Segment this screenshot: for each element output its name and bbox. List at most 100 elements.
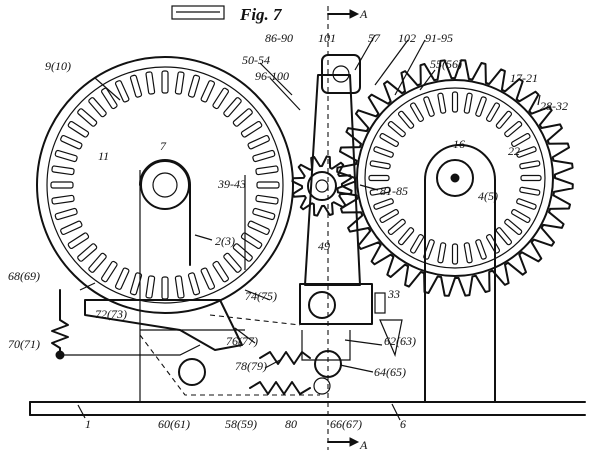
right-gear-slot — [463, 242, 473, 264]
lower-block-screw — [374, 292, 386, 314]
label-49: 49 — [318, 239, 330, 253]
right-gear-slot — [511, 132, 531, 148]
label-57: 57 — [368, 31, 381, 45]
right-gear-slot — [475, 96, 487, 117]
leader-102 — [374, 39, 409, 86]
spring-lower — [249, 381, 311, 395]
right-gear-inner-rim — [364, 87, 546, 269]
left-wheel-slot — [161, 70, 169, 94]
left-bracket-head — [139, 159, 191, 186]
right-gear-slot — [516, 146, 537, 158]
section-mark-bottom: A — [359, 438, 368, 452]
leader-91-95 — [394, 39, 426, 96]
left-bracket-outline — [139, 170, 246, 402]
label-16: 16 — [453, 137, 465, 151]
left-wheel-slot — [232, 108, 253, 127]
lower-pivot — [308, 291, 336, 319]
leader-68-69 — [79, 282, 96, 291]
left-wheel-slot — [54, 149, 78, 163]
left-wheel-slot — [67, 232, 90, 250]
right-bracket-head — [424, 144, 496, 181]
left-wheel-slot — [247, 134, 270, 150]
leader-55-56 — [419, 69, 436, 91]
lower-block — [299, 283, 373, 325]
label-55-56: 55(56) — [430, 57, 462, 71]
right-gear-slot — [504, 120, 523, 138]
label-1: 1 — [85, 417, 91, 431]
right-gear-slot — [387, 120, 406, 138]
right-gear-rim — [356, 79, 554, 277]
right-gear-slot — [485, 234, 501, 254]
right-shaft-center — [450, 173, 460, 183]
right-gear-slot — [397, 110, 415, 129]
left-wheel-slot — [67, 120, 90, 138]
leader-81-85 — [359, 184, 379, 191]
right-gear-slot — [373, 146, 394, 158]
right-gear-slot — [463, 92, 473, 114]
label-60-61: 60(61) — [158, 417, 190, 431]
label-17-21: 17-21 — [510, 71, 538, 85]
section-arrowhead-top — [349, 9, 360, 19]
label-28-32: 28-32 — [540, 99, 568, 113]
leader-96-100 — [269, 77, 301, 111]
right-gear-slot — [519, 186, 541, 196]
figure-number: Fig. 7 — [239, 5, 283, 24]
right-gear-slot — [387, 218, 406, 236]
left-wheel-rim — [36, 56, 294, 314]
right-gear-slot — [379, 208, 399, 224]
spring-upper — [259, 351, 311, 365]
leader-9-10 — [94, 77, 121, 101]
label-76-77: 76(77) — [226, 334, 258, 348]
label-4-5: 4(5) — [478, 189, 498, 203]
left-wheel-slot — [145, 275, 156, 299]
left-wheel-slot — [223, 97, 242, 118]
left-wheel-slot — [51, 165, 75, 176]
right-stop — [379, 319, 403, 358]
leader-lines — [77, 34, 541, 421]
central-arm-body — [304, 74, 361, 286]
right-gear-slot — [504, 218, 523, 236]
label-62-63: 62(63) — [384, 334, 416, 348]
label-2-3: 2(3) — [215, 234, 235, 248]
left-wheel-slot — [77, 243, 98, 262]
left-wheel-slot — [200, 267, 216, 290]
left-bracket — [139, 159, 246, 402]
right-shaft-boss — [436, 159, 474, 197]
figure-title: Fig. 7 — [171, 5, 283, 24]
label-11: 11 — [98, 149, 109, 163]
reference-labels: 9(10) 11 7 2(3) 68(69) 72(73) 70(71) 86-… — [8, 31, 568, 431]
right-gear-slots — [368, 91, 542, 265]
central-arm-clamp — [321, 54, 361, 94]
label-78-79: 78(79) — [235, 359, 267, 373]
left-wheel-slot — [255, 194, 279, 205]
label-7: 7 — [160, 139, 167, 153]
label-9-10: 9(10) — [45, 59, 71, 73]
label-74-75: 74(75) — [245, 289, 277, 303]
section-arrowhead-bottom — [349, 437, 360, 447]
left-wheel-slot — [100, 260, 118, 283]
lever-pivot — [178, 358, 206, 386]
left-wheel-slot — [187, 272, 201, 296]
left-wheel-slot — [252, 149, 276, 163]
right-gear-slot — [423, 96, 435, 117]
leader-57 — [354, 34, 376, 71]
section-mark-top: A — [359, 7, 368, 21]
leader-2-3 — [194, 234, 213, 241]
right-gear-slot — [379, 132, 399, 148]
leader-50-54 — [259, 62, 293, 96]
right-gear-slot — [409, 102, 425, 122]
spring-left-link — [60, 344, 201, 356]
central-arm-clamp-screw — [332, 65, 350, 83]
label-86-90: 86-90 — [265, 31, 293, 45]
left-wheel-slot — [114, 80, 130, 103]
right-gear-slot — [495, 110, 513, 129]
left-wheel-slot — [161, 276, 169, 300]
left-wheel-inner-rim — [46, 66, 284, 304]
left-wheel-slot — [88, 97, 107, 118]
label-50-54: 50-54 — [242, 53, 270, 67]
spring-left — [51, 289, 69, 356]
label-91-95: 91-95 — [425, 31, 453, 45]
right-gear-slot — [437, 242, 447, 264]
left-wheel-slot — [212, 260, 230, 283]
lever-assembly — [51, 289, 320, 396]
